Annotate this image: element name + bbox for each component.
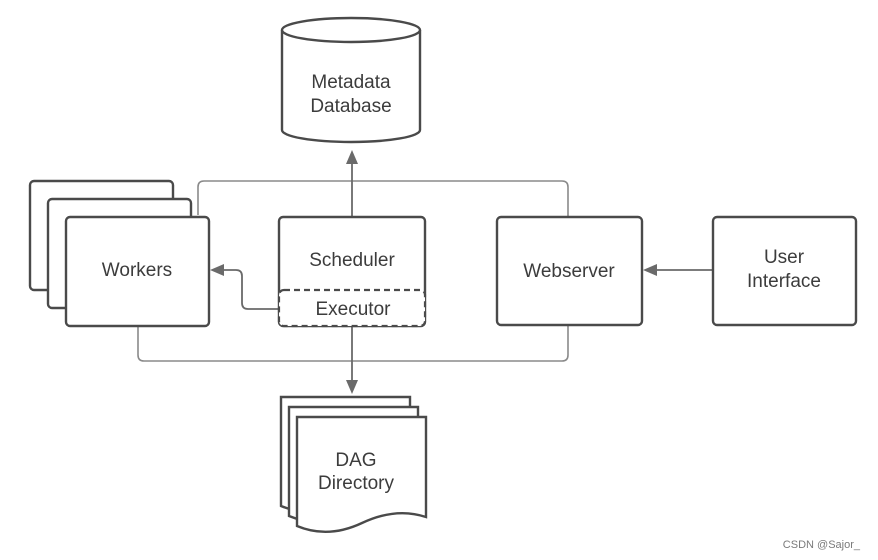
top-bus-line (197, 180, 569, 217)
database-cylinder-top (280, 16, 422, 44)
executor-to-workers-line (222, 269, 279, 310)
connectors (137, 150, 712, 394)
executor-to-workers-arrowhead (210, 264, 224, 276)
metadata-database-node: Metadata Database (280, 16, 422, 144)
user-interface-label-line2: Interface (747, 271, 821, 292)
webserver-label: Webserver (523, 261, 615, 282)
executor-node: Executor (277, 288, 427, 328)
workers-stack-front (64, 215, 211, 328)
executor-label: Executor (316, 299, 392, 320)
workers-label: Workers (102, 260, 172, 281)
dag-document-front (295, 415, 428, 534)
bottom-bus-line (137, 326, 569, 362)
user-interface-label-line1: User (764, 247, 805, 268)
metadata-database-label-line1: Metadata (311, 72, 391, 93)
database-cylinder-body (280, 30, 422, 144)
scheduler-label: Scheduler (309, 250, 395, 271)
webserver-node: Webserver (495, 215, 644, 327)
dag-directory-label-line1: DAG (335, 450, 376, 471)
workers-node: Workers (28, 179, 211, 328)
user-interface-box (711, 215, 858, 327)
metadata-database-label-line2: Database (310, 96, 391, 117)
webserver-box (495, 215, 644, 327)
user-interface-node: User Interface (711, 215, 858, 327)
ui-to-webserver-arrowhead (643, 264, 657, 276)
watermark-text: CSDN @Sajor_ (783, 539, 861, 551)
dag-directory-label-line2: Directory (318, 473, 395, 494)
executor-to-dag-arrowhead (346, 380, 358, 394)
scheduler-to-metadata-arrowhead (346, 150, 358, 164)
dag-directory-node: DAG Directory (279, 395, 428, 534)
executor-box (277, 288, 427, 328)
